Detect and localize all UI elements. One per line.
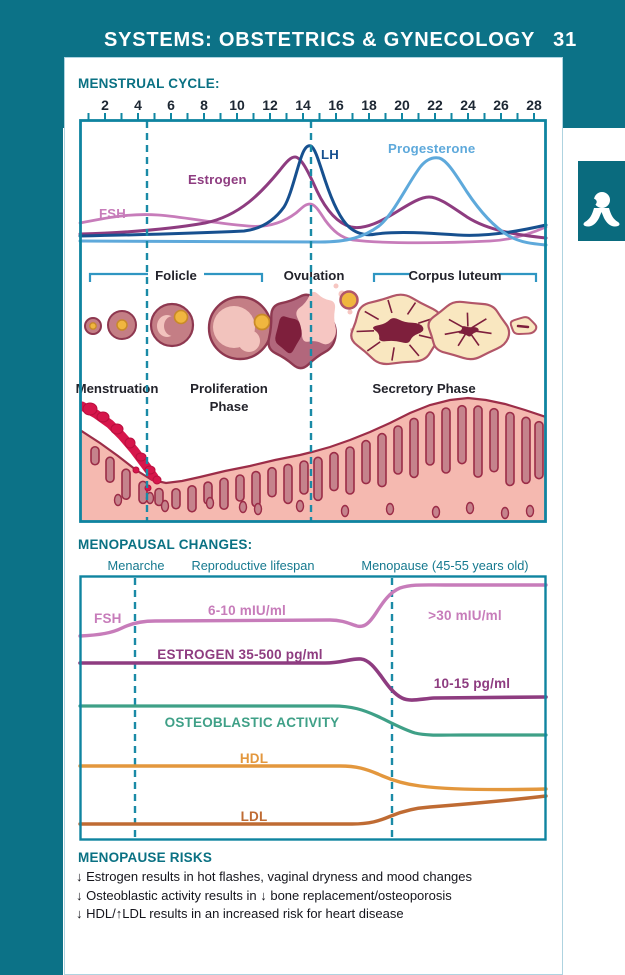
menopause-risks-list: ↓ Estrogen results in hot flashes, vagin…	[76, 868, 556, 924]
page-number: 31	[553, 29, 577, 51]
page-title: SYSTEMS: OBSTETRICS & GYNECOLOGY 31	[64, 29, 577, 52]
risk-item: ↓ Estrogen results in hot flashes, vagin…	[76, 869, 473, 884]
page-title-text: SYSTEMS: OBSTETRICS & GYNECOLOGY	[103, 29, 536, 51]
menopausal-changes-heading: MENOPAUSAL CHANGES:	[78, 537, 253, 552]
timeline-label-menarche: Menarche	[107, 558, 165, 573]
content-card	[64, 57, 563, 975]
menstrual-cycle-heading: MENSTRUAL CYCLE:	[78, 76, 220, 91]
left-margin-strip	[0, 0, 63, 975]
risk-item: ↓ HDL/↑LDL results in an increased risk …	[76, 906, 404, 922]
timeline-label-menopause: Menopause (45-55 years old)	[361, 558, 529, 573]
risk-item: ↓ Osteoblastic activity results in ↓ bon…	[76, 887, 452, 903]
chapter-side-tab[interactable]	[578, 161, 625, 241]
menopause-risks-heading: MENOPAUSE RISKS	[78, 850, 213, 865]
timeline-label-reproductive: Reproductive lifespan	[191, 558, 315, 573]
